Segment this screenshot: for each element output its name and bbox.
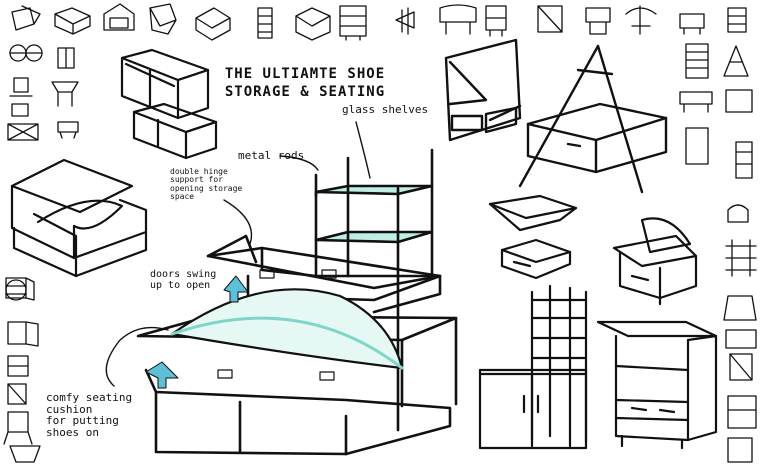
stacked-drawer-boxes-sketch [120, 48, 218, 160]
metal-rods-label: metal rods [238, 149, 305, 162]
doors-swing-arrow-icon [223, 275, 249, 303]
page-title: THE ULTIAMTE SHOE STORAGE & SEATING [210, 66, 400, 101]
annotation-leaders [105, 121, 371, 387]
storage-ottoman-sketch [612, 217, 698, 306]
thumbnail-sketches-right-column [679, 43, 757, 463]
main-shoe-storage-seating-sketch [136, 148, 458, 456]
open-box-with-lid-sketch [10, 158, 148, 278]
tall-shelf-cabinet-sketch [478, 284, 588, 450]
title-line-2: STORAGE & SEATING [224, 83, 386, 100]
thumbnail-sketches-top-row [11, 3, 747, 41]
glass-shelves-label: glass shelves [342, 103, 429, 116]
thumbnail-sketches-left-column [3, 44, 79, 463]
side-cabinet-shelves-sketch [596, 320, 718, 450]
doors-swing-label: doors swing up to open [150, 269, 217, 291]
a-frame-shelf-sketch [444, 38, 668, 194]
cushion-arrow-icon [145, 361, 179, 389]
title-line-1: THE ULTIAMTE SHOE [224, 66, 386, 82]
double-hinge-label: double hinge support for opening storage… [170, 167, 243, 202]
comfy-cushion-label: comfy seating cushion for putting shoes … [46, 391, 133, 439]
small-storage-cubbies-sketch [488, 194, 578, 280]
